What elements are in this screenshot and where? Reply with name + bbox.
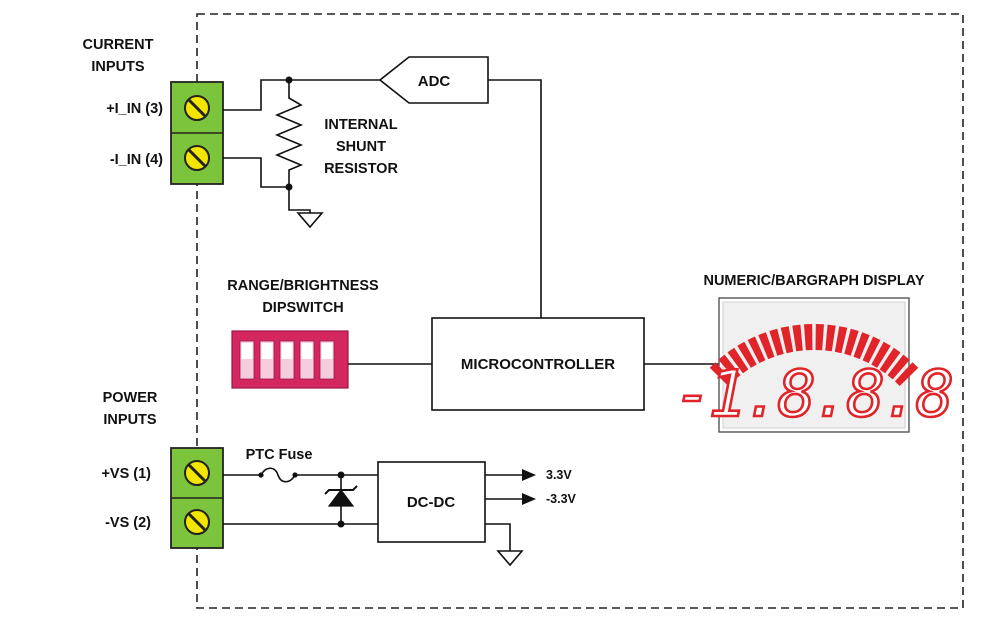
bargraph-segment <box>894 362 919 386</box>
bargraph-segment <box>887 354 910 380</box>
vs-pos-label: +VS (1) <box>101 466 151 482</box>
shunt-ground-wire <box>288 187 311 213</box>
screw-i-in-pos <box>184 95 210 121</box>
power-inputs-label-line2: INPUTS <box>103 412 157 428</box>
wire-i-in-pos <box>223 79 380 111</box>
wire-i-in-neg <box>223 157 289 188</box>
bargraph-segment <box>879 347 901 374</box>
arrow-out-neg-icon <box>522 493 536 505</box>
numeric-bargraph-display: -1.8.8.8 <box>673 297 957 433</box>
enclosure-boundary <box>196 13 964 609</box>
bargraph-segment <box>758 332 775 360</box>
shunt-ground-icon <box>296 212 324 229</box>
screw-vs-neg <box>184 509 210 535</box>
current-inputs-label-line2: INPUTS <box>91 59 145 75</box>
microcontroller-label: MICROCONTROLLER <box>461 356 615 373</box>
bargraph-segment <box>709 362 734 386</box>
dcdc-ground-wire <box>485 523 511 551</box>
microcontroller-block <box>431 317 645 411</box>
ptc-fuse-symbol <box>260 467 296 483</box>
ptc-fuse-label: PTC Fuse <box>246 447 313 463</box>
bargraph-segment <box>862 336 881 364</box>
out-neg-label: -3.3V <box>546 492 577 506</box>
bargraph-segment <box>780 326 794 354</box>
range-label-line2: DIPSWITCH <box>262 300 343 316</box>
dipswitch-toggle <box>301 343 313 359</box>
arrow-out-pos-icon <box>522 469 536 481</box>
bargraph-segment <box>769 328 784 356</box>
shunt-label-line1: INTERNAL <box>324 117 397 133</box>
bargraph-segment <box>834 326 848 354</box>
bargraph-segment <box>737 341 757 368</box>
bargraph-segments <box>709 324 919 386</box>
bargraph-segment <box>747 336 766 364</box>
screw-i-in-neg <box>184 145 210 171</box>
vs-neg-label: -VS (2) <box>105 515 151 531</box>
bargraph-segment <box>825 324 836 352</box>
dipswitch-toggle <box>281 343 293 359</box>
i-in-neg-label: -I_IN (4) <box>110 152 163 168</box>
wire-adc-to-mcu <box>488 79 542 318</box>
bargraph-segment <box>853 332 870 360</box>
shunt-label-line2: SHUNT <box>336 139 386 155</box>
bargraph-segment <box>792 324 803 352</box>
bargraph-segment <box>871 341 891 368</box>
bargraph-segment <box>844 328 859 356</box>
power-inputs-label-line1: POWER <box>103 390 158 406</box>
current-inputs-label-line1: CURRENT <box>83 37 154 53</box>
dipswitch-toggle <box>241 343 253 359</box>
bargraph-segment <box>718 354 741 380</box>
zener-diode-icon <box>324 485 358 507</box>
display-readout: -1.8.8.8 <box>674 358 952 432</box>
dcdc-label: DC-DC <box>407 494 455 511</box>
screw-vs-pos <box>184 460 210 486</box>
adc-label: ADC <box>418 73 451 90</box>
range-label-line1: RANGE/BRIGHTNESS <box>227 278 379 294</box>
bargraph-segment <box>804 324 813 351</box>
display-title: NUMERIC/BARGRAPH DISPLAY <box>703 273 924 289</box>
dipswitch-toggle <box>321 343 333 359</box>
out-pos-label: 3.3V <box>546 468 572 482</box>
bargraph-segment <box>727 347 749 374</box>
dcdc-block <box>377 461 486 543</box>
dcdc-ground-icon <box>496 550 524 567</box>
dipswitch-toggle <box>261 343 273 359</box>
shunt-label-line3: RESISTOR <box>324 161 398 177</box>
i-in-pos-label: +I_IN (3) <box>106 101 163 117</box>
bargraph-segment <box>815 324 824 351</box>
dipswitch-icon <box>231 330 349 389</box>
shunt-resistor-symbol <box>274 80 304 187</box>
